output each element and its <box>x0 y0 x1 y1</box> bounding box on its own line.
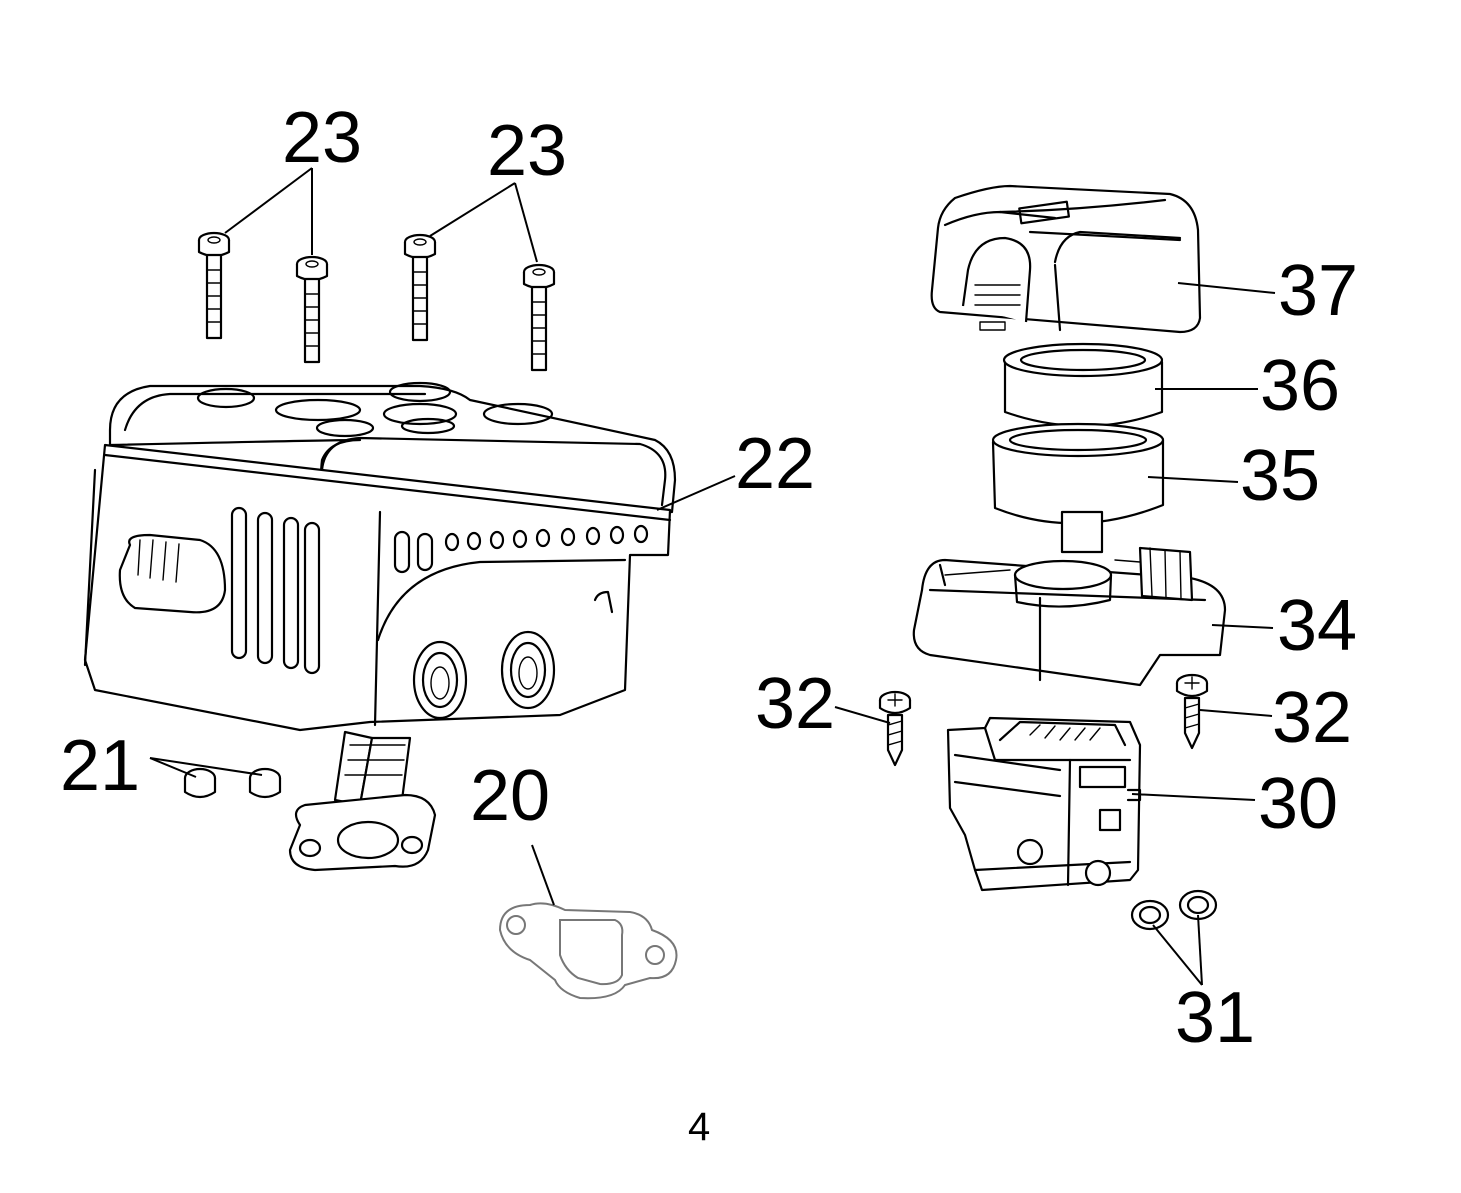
part-35-element <box>991 422 1165 554</box>
bolt <box>295 255 329 364</box>
callout-21: 21 <box>60 726 140 806</box>
callout-34: 34 <box>1277 586 1357 666</box>
callout-23-right: 23 <box>487 111 567 191</box>
callout-36: 36 <box>1260 346 1340 426</box>
part-30-bracket <box>946 716 1142 892</box>
part-23-bolts <box>197 231 556 372</box>
bolt <box>403 233 437 342</box>
screw <box>1175 673 1209 750</box>
callout-32-right: 32 <box>1272 678 1352 758</box>
callout-23-left: 23 <box>282 98 362 178</box>
part-22-muffler <box>83 381 677 872</box>
leader-lines <box>149 167 1276 986</box>
callout-20: 20 <box>470 756 550 836</box>
callout-35: 35 <box>1240 436 1320 516</box>
callout-31: 31 <box>1175 978 1255 1058</box>
part-37-cover <box>930 184 1202 334</box>
callout-numbers: 23 23 22 21 20 37 36 35 34 32 32 30 31 <box>60 98 1358 1058</box>
part-21-nuts <box>183 767 282 799</box>
callout-22: 22 <box>735 424 815 504</box>
part-31-nuts <box>1130 889 1218 931</box>
screw <box>878 690 912 767</box>
callout-37: 37 <box>1278 251 1358 331</box>
callout-30: 30 <box>1258 764 1338 844</box>
bolt <box>197 231 231 340</box>
callout-32-left: 32 <box>755 664 835 744</box>
bolt <box>522 263 556 372</box>
part-20-gasket <box>498 902 678 1000</box>
part-36-foam <box>1002 342 1164 428</box>
part-32-screws <box>878 673 1209 767</box>
part-34-base <box>912 546 1227 687</box>
page-number: 4 <box>688 1105 710 1149</box>
